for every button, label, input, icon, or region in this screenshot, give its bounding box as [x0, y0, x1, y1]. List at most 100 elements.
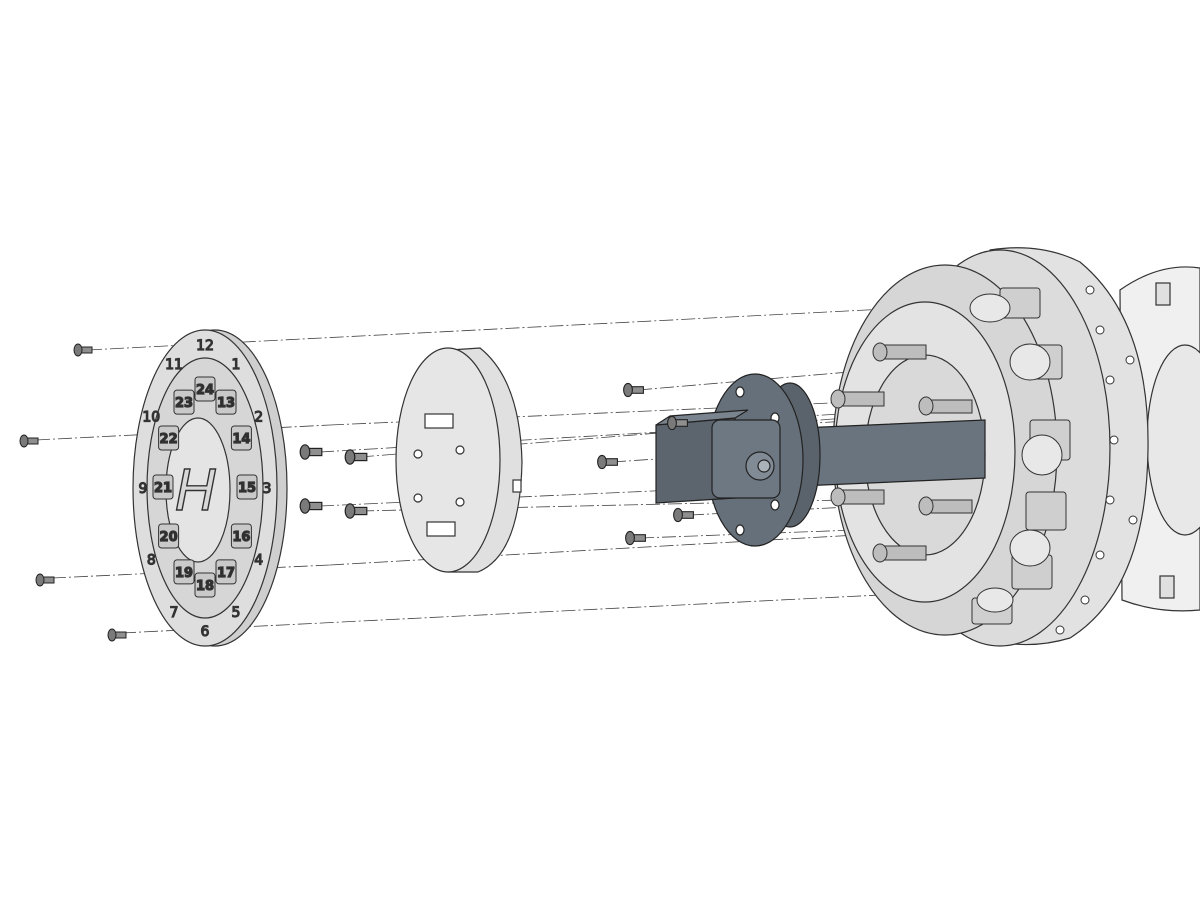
screw [667, 415, 688, 431]
cover-outer-number: 1 [232, 357, 241, 373]
cover-outer-number: 9 [139, 481, 148, 497]
bolt-head [918, 496, 934, 516]
cap [1009, 343, 1051, 381]
cover-pocket-number: 21 [154, 481, 172, 496]
cover-outer-number: 7 [170, 605, 179, 621]
motor-shaft-key [757, 459, 771, 473]
screw [344, 503, 368, 519]
cover-outer-number: 4 [254, 553, 263, 569]
cap [1021, 434, 1063, 476]
screw [299, 444, 323, 460]
ring-holes [1055, 285, 1138, 635]
rear-tab [1155, 282, 1171, 306]
cover-pocket-number: 19 [175, 566, 193, 581]
screw [73, 343, 93, 357]
cover-pocket [152, 474, 174, 500]
hole [1105, 375, 1115, 385]
cover-pocket [173, 389, 195, 415]
cover-pocket [173, 559, 195, 585]
cap [976, 587, 1014, 613]
index-disc [395, 347, 523, 573]
bolt-head [918, 396, 934, 416]
cover-logo: H [175, 459, 217, 524]
cover-outer-number: 3 [263, 481, 272, 497]
shaft [799, 419, 986, 487]
screw [107, 628, 127, 642]
flange-hole [770, 499, 780, 511]
cover-pocket-number: 16 [232, 530, 250, 545]
pocket-caps [969, 293, 1063, 613]
disc-notch [512, 479, 522, 493]
cover-pocket [215, 559, 237, 585]
screw [344, 449, 368, 465]
screw [597, 454, 618, 470]
disc-hole [413, 449, 423, 459]
bolt-head [830, 487, 846, 507]
loose-screws [19, 343, 694, 642]
hole [1109, 435, 1119, 445]
cover-outer-number: 10 [142, 410, 160, 426]
flange-hole [735, 524, 745, 536]
cover-pocket [236, 474, 258, 500]
cover-pocket [158, 523, 180, 549]
bolt-head [830, 389, 846, 409]
disc-hole [455, 497, 465, 507]
hole [1105, 495, 1115, 505]
cover-pockets [152, 376, 258, 598]
hole [1055, 625, 1065, 635]
cover-pocket-number: 20 [160, 530, 178, 545]
hole [1080, 595, 1090, 605]
cover-pocket-number: 17 [217, 566, 235, 581]
cover-outer-number: 2 [254, 410, 263, 426]
cover-pocket-number: 18 [196, 579, 214, 594]
disc-face [395, 347, 501, 573]
screw [299, 498, 323, 514]
cover-pocket-number: 22 [160, 432, 178, 447]
cover-pocket [230, 425, 252, 451]
hole [1085, 285, 1095, 295]
cover-outer-number: 6 [201, 624, 210, 640]
centerline [329, 529, 946, 566]
cover-outer-number: 12 [196, 338, 214, 354]
centerline [121, 591, 941, 634]
cover-outer-number: 11 [165, 357, 183, 373]
cover-pocket-number: 15 [238, 481, 256, 496]
screw [625, 530, 646, 546]
hole [1125, 355, 1135, 365]
bolt-head [872, 342, 888, 362]
cap [1009, 529, 1051, 567]
cover-pocket-number: 23 [175, 396, 193, 411]
cover-pocket-number: 14 [232, 432, 250, 447]
screw [623, 382, 644, 398]
screw [35, 573, 55, 587]
cover-outer-number: 8 [147, 553, 156, 569]
screw [673, 507, 694, 523]
hole [1095, 550, 1105, 560]
cover-pocket-number: 24 [196, 383, 214, 398]
disc-hole [455, 445, 465, 455]
cover-pocket [194, 376, 216, 402]
cover-pocket [158, 425, 180, 451]
flange-hole [735, 386, 745, 398]
hole [1128, 515, 1138, 525]
cover-pocket-number: 13 [217, 396, 235, 411]
screw [19, 434, 39, 448]
disc-hole [413, 493, 423, 503]
bolt-head [872, 543, 888, 563]
motor-assembly [655, 373, 986, 547]
cover-pocket [230, 523, 252, 549]
pocket [1025, 491, 1067, 531]
cover-pocket [215, 389, 237, 415]
cap [969, 293, 1011, 323]
disc-slot [424, 413, 454, 429]
hole [1095, 325, 1105, 335]
cover-pocket [194, 572, 216, 598]
disc-slot [426, 521, 456, 537]
rear-tab [1159, 575, 1175, 599]
turret-bolts [830, 342, 973, 563]
cover-outer-number: 5 [232, 605, 241, 621]
